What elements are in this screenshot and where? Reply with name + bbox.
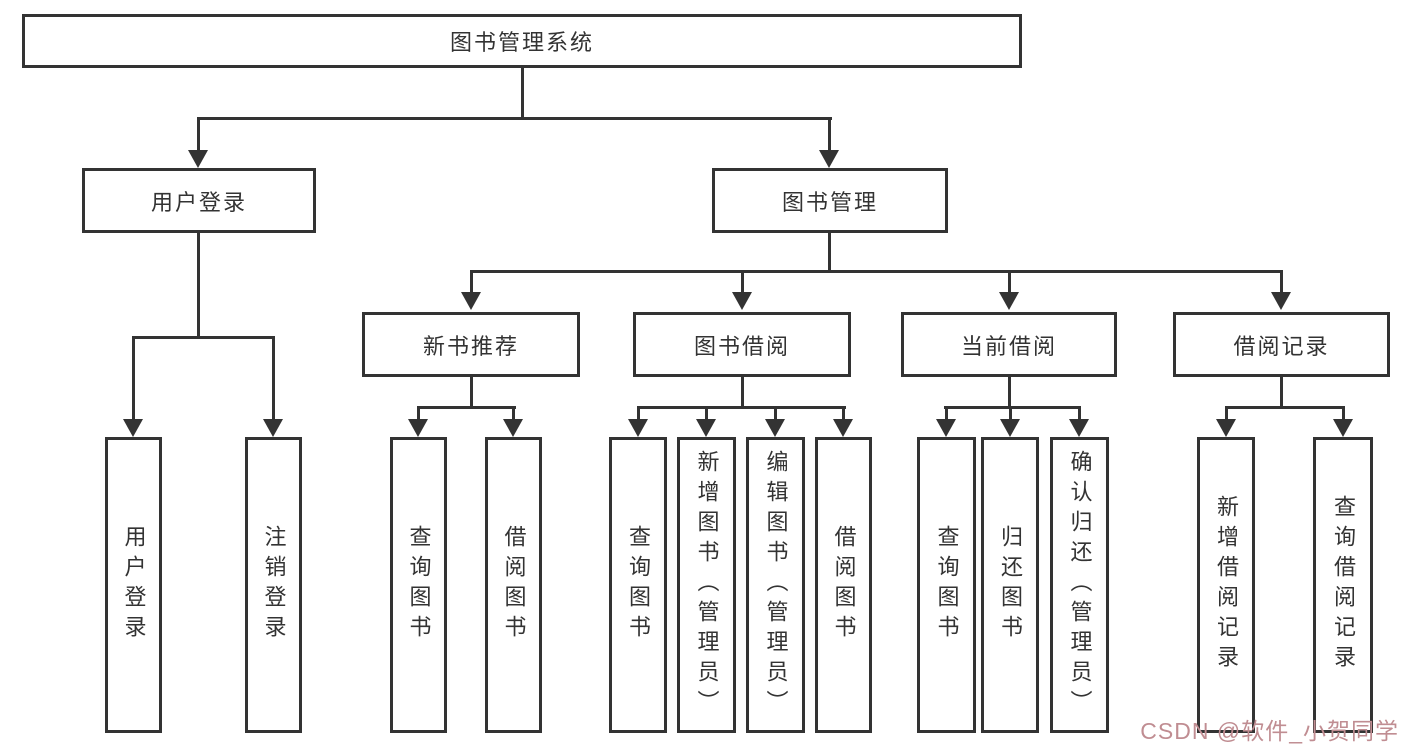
node-label: 编辑图书（管理员） (763, 450, 789, 720)
connector-line (1225, 406, 1228, 421)
node-label: 用户登录 (121, 525, 147, 645)
branch-line (944, 406, 1081, 409)
node-label: 查询图书 (406, 525, 432, 645)
node-new-book-recommendation: 新书推荐 (362, 312, 580, 377)
arrow-down-icon (936, 419, 956, 437)
node-label: 用户登录 (150, 189, 247, 215)
arrow-down-icon (999, 292, 1019, 310)
node-label: 图书借阅 (693, 333, 790, 359)
node-label: 归还图书 (998, 525, 1023, 645)
connector-line (417, 406, 420, 421)
leaf-edit-book-admin: 编辑图书（管理员） (746, 437, 805, 733)
leaf-add-book-admin: 新增图书（管理员） (677, 437, 736, 733)
leaf-logout: 注销登录 (245, 437, 302, 733)
node-label: 注销登录 (261, 525, 287, 645)
branch-line (197, 117, 832, 120)
arrow-down-icon (503, 419, 523, 437)
connector-line (132, 336, 135, 421)
connector-line (197, 233, 200, 339)
node-label: 确认归还（管理员） (1067, 450, 1093, 720)
connector-line (945, 406, 948, 421)
node-user-login: 用户登录 (82, 168, 316, 233)
arrow-down-icon (1271, 292, 1291, 310)
node-label: 借阅记录 (1233, 333, 1330, 359)
leaf-add-borrow-record: 新增借阅记录 (1197, 437, 1255, 733)
node-label: 新增图书（管理员） (694, 450, 720, 720)
leaf-borrow-book-borrowing: 借阅图书 (815, 437, 872, 733)
arrow-down-icon (1069, 419, 1089, 437)
branch-line (637, 406, 846, 409)
connector-line (842, 406, 845, 421)
arrow-down-icon (628, 419, 648, 437)
connector-line (1280, 377, 1283, 409)
leaf-return-book: 归还图书 (981, 437, 1039, 733)
node-label: 当前借阅 (960, 333, 1057, 359)
node-current-borrowing: 当前借阅 (901, 312, 1117, 377)
connector-line (470, 377, 473, 409)
arrow-down-icon (765, 419, 785, 437)
arrow-down-icon (1333, 419, 1353, 437)
node-label: 查询借阅记录 (1331, 495, 1356, 675)
connector-line (470, 270, 473, 296)
leaf-query-borrow-record: 查询借阅记录 (1313, 437, 1373, 733)
arrow-down-icon (696, 419, 716, 437)
node-book-management: 图书管理 (712, 168, 948, 233)
arrow-down-icon (188, 150, 208, 168)
connector-line (1280, 270, 1283, 296)
connector-line (272, 336, 275, 421)
connector-line (828, 117, 831, 152)
connector-line (1008, 270, 1011, 296)
leaf-query-book-borrowing: 查询图书 (609, 437, 667, 733)
connector-line (521, 68, 524, 117)
arrow-down-icon (123, 419, 143, 437)
node-library-management-system: 图书管理系统 (22, 14, 1022, 68)
connector-line (741, 270, 744, 296)
branch-line (417, 406, 516, 409)
leaf-confirm-return-admin: 确认归还（管理员） (1050, 437, 1109, 733)
branch-line (470, 270, 1283, 273)
arrow-down-icon (1000, 419, 1020, 437)
arrow-down-icon (263, 419, 283, 437)
node-label: 图书管理 (781, 189, 878, 215)
connector-line (512, 406, 515, 421)
node-label: 查询图书 (626, 525, 651, 645)
node-label: 图书管理系统 (449, 30, 594, 55)
connector-line (197, 117, 200, 152)
arrow-down-icon (819, 150, 839, 168)
leaf-user-login: 用户登录 (105, 437, 162, 733)
leaf-query-book-recommend: 查询图书 (390, 437, 447, 733)
connector-line (637, 406, 640, 421)
leaf-borrow-book-recommend: 借阅图书 (485, 437, 542, 733)
node-borrowing-records: 借阅记录 (1173, 312, 1390, 377)
connector-line (1342, 406, 1345, 421)
node-label: 借阅图书 (831, 525, 857, 645)
arrow-down-icon (408, 419, 428, 437)
arrow-down-icon (461, 292, 481, 310)
leaf-query-book-current: 查询图书 (917, 437, 976, 733)
arrow-down-icon (1216, 419, 1236, 437)
connector-line (1009, 406, 1012, 421)
node-label: 借阅图书 (501, 525, 527, 645)
branch-line (1225, 406, 1345, 409)
node-book-borrowing: 图书借阅 (633, 312, 851, 377)
connector-line (741, 377, 744, 409)
node-label: 新书推荐 (422, 333, 519, 359)
node-label: 新增借阅记录 (1214, 495, 1239, 675)
connector-line (705, 406, 708, 421)
node-label: 查询图书 (934, 525, 960, 645)
connector-line (828, 233, 831, 273)
arrow-down-icon (833, 419, 853, 437)
arrow-down-icon (732, 292, 752, 310)
connector-line (1008, 377, 1011, 409)
branch-line (132, 336, 275, 339)
connector-line (774, 406, 777, 421)
csdn-watermark: CSDN @软件_小贺同学 (1140, 718, 1399, 744)
connector-line (1078, 406, 1081, 421)
